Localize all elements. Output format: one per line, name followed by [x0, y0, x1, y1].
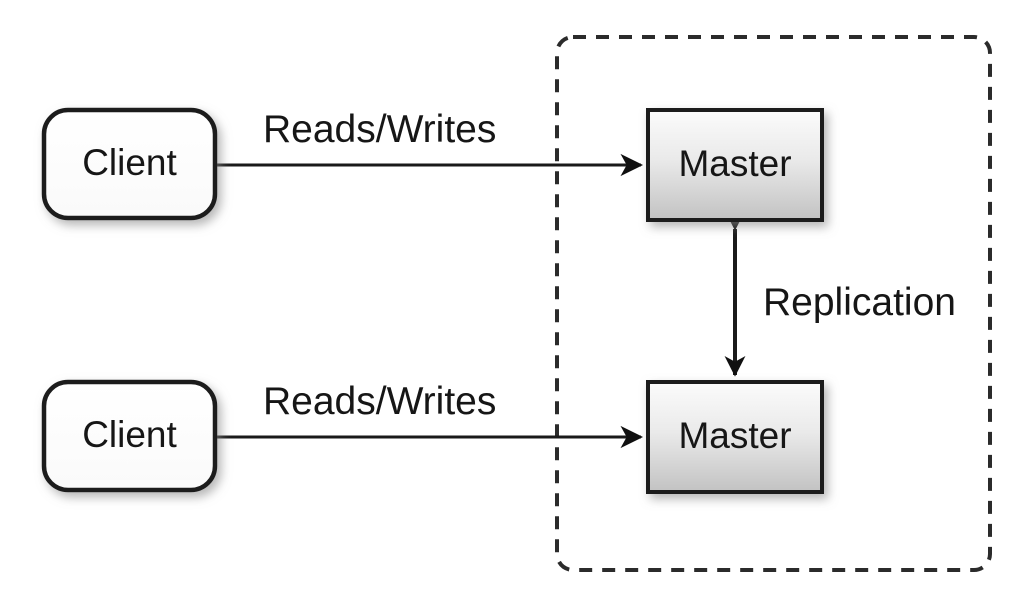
client-top-label: Client	[82, 142, 177, 183]
master-top-shape	[646, 108, 824, 222]
node-master-bottom[interactable]: Master	[646, 380, 824, 494]
client-bottom-label: Client	[82, 414, 177, 455]
node-group: Client Client Master Master	[41, 107, 824, 494]
node-client-top[interactable]: Client	[41, 107, 218, 221]
edge-label-group: Reads/Writes Reads/Writes Replication	[263, 108, 956, 423]
node-client-bottom[interactable]: Client	[41, 379, 218, 493]
client-bottom-shape	[41, 379, 218, 493]
master-top-label: Master	[678, 143, 791, 184]
master-bottom-label: Master	[678, 415, 791, 456]
edge-label-reads-writes-top: Reads/Writes	[263, 108, 496, 151]
replication-cluster-boundary	[555, 35, 992, 572]
master-bottom-shape	[646, 380, 824, 494]
node-master-top[interactable]: Master	[646, 108, 824, 222]
edge-label-replication: Replication	[763, 281, 956, 324]
client-top-shape	[41, 107, 218, 221]
edge-label-reads-writes-bottom: Reads/Writes	[263, 380, 496, 423]
edge-group	[215, 153, 746, 449]
